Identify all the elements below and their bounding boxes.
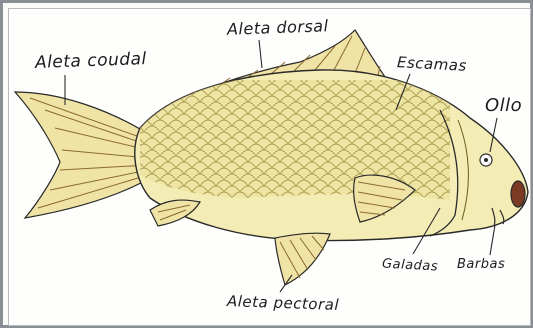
eye (480, 154, 492, 166)
mouth (511, 181, 525, 207)
label-eye: Ollo (485, 95, 522, 116)
fish-body (135, 70, 528, 241)
label-gills: Galadas (382, 257, 439, 275)
caudal-fin (15, 92, 150, 218)
label-dorsal-fin: Aleta dorsal (227, 16, 329, 39)
pectoral-fin-lower (275, 233, 330, 285)
label-barbels: Barbas (457, 257, 505, 272)
label-pectoral-fin: Aleta pectoral (227, 292, 340, 314)
label-scales: Escamas (397, 53, 468, 75)
label-caudal-fin: Aleta coudal (35, 49, 147, 73)
